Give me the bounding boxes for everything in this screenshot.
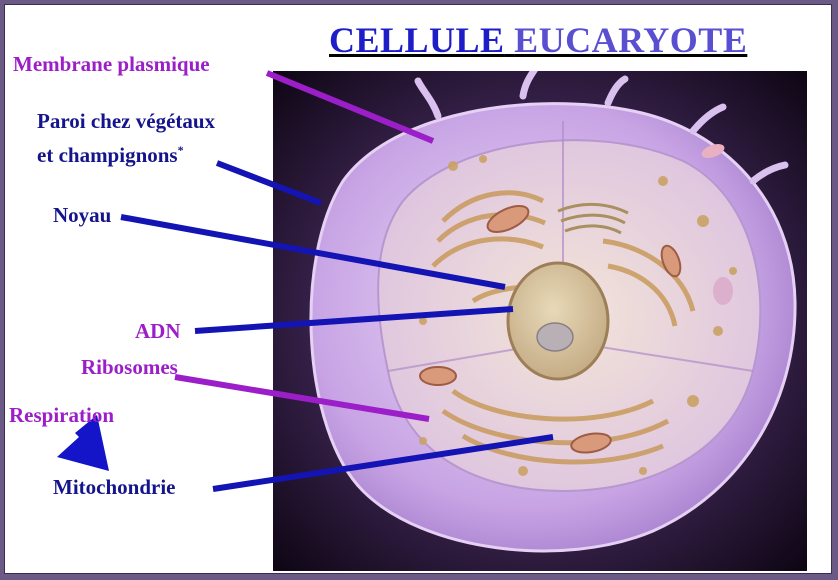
nucleolus: [537, 323, 573, 351]
title-word-cellule: CELLULE: [329, 20, 505, 60]
label-adn: ADN: [135, 319, 181, 344]
label-noyau: Noyau: [53, 203, 111, 228]
nucleus: [508, 263, 608, 379]
cell-illustration: [273, 71, 807, 571]
label-membrane-plasmique: Membrane plasmique: [13, 52, 210, 77]
label-ribosomes: Ribosomes: [81, 355, 178, 380]
label-respiration: Respiration: [9, 403, 114, 428]
label-paroi-text: et champignons: [37, 143, 178, 167]
label-mitochondrie: Mitochondrie: [53, 475, 175, 500]
label-paroi-footnote-mark: *: [178, 143, 184, 157]
label-paroi-line2: et champignons*: [37, 143, 184, 168]
title-word-eucaryote: EUCARYOTE: [514, 20, 747, 60]
label-paroi-line1: Paroi chez végétaux: [37, 109, 215, 134]
cell-drawing: [273, 71, 807, 571]
page-title: CELLULE EUCARYOTE: [329, 19, 747, 61]
slide: CELLULE EUCARYOTE Membrane plasmique Par…: [4, 4, 832, 574]
